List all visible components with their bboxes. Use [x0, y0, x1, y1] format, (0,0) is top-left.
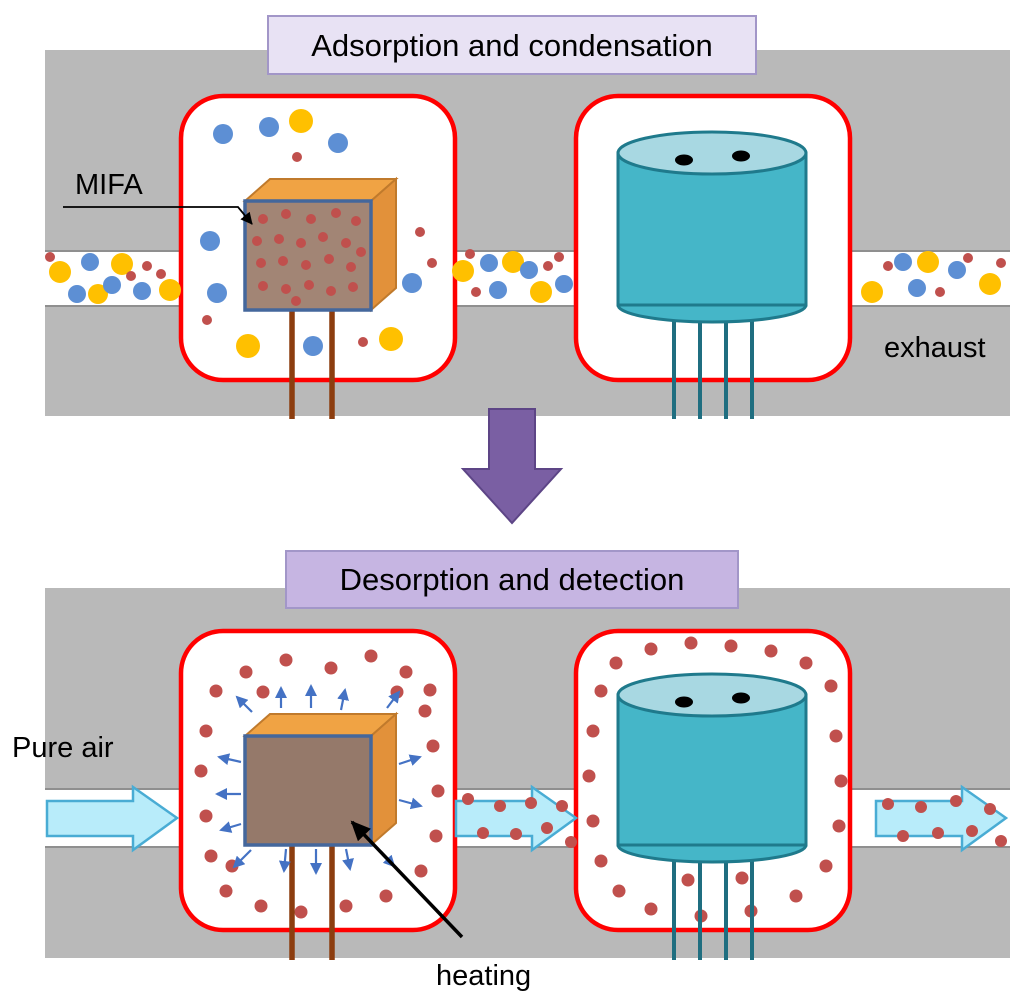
sensor-pin-dot [675, 154, 693, 166]
stage2-title: Desorption and detection [285, 550, 739, 609]
desorbed-molecules-chamber1 [194, 649, 445, 919]
molecules-mid-flow [462, 793, 577, 848]
stage1-title-box [267, 15, 757, 75]
mifa-pointer-arrow [63, 206, 253, 225]
stage1-adsorption: MIFA exhaust Adsorption and condensation [45, 15, 1010, 419]
mifa-adsorber-heated [215, 684, 423, 960]
mifa-adsorber [242, 176, 399, 419]
sensor-pin-dot [732, 692, 750, 704]
molecules-outlet-flow [882, 795, 1007, 847]
pure-air-label: Pure air [12, 732, 114, 764]
exhaust-label: exhaust [884, 332, 986, 364]
exhaust-gas-particles [861, 251, 1006, 303]
stage2-desorption: heating Pure air Desorption and detectio… [12, 550, 1010, 992]
gas-sensor-stage2 [616, 672, 808, 960]
desorbed-molecules-chamber2 [582, 636, 848, 923]
stage1-title: Adsorption and condensation [267, 15, 757, 75]
chamber-gas-particles [200, 109, 437, 358]
stage2-title-text: Desorption and detection [340, 562, 685, 597]
desorption-arrows [215, 684, 423, 875]
mifa-callout: MIFA [63, 169, 253, 225]
sensor-pin-dot [675, 696, 693, 708]
mifa-label: MIFA [75, 169, 143, 201]
heating-pointer-arrow [350, 820, 464, 939]
pure-air-flow-arrow [45, 784, 180, 853]
adsorbed-molecules [252, 208, 366, 306]
inlet-gas-particles [45, 252, 181, 304]
stage-transition-arrow [460, 408, 564, 525]
heating-label: heating [436, 960, 531, 992]
heating-callout: heating [350, 820, 531, 992]
mid-channel-particles [452, 249, 573, 303]
stage2-title-box [285, 550, 739, 609]
stage1-title-text: Adsorption and condensation [311, 28, 713, 63]
gas-sensor-stage1 [616, 130, 808, 419]
sensor-pin-dot [732, 150, 750, 162]
